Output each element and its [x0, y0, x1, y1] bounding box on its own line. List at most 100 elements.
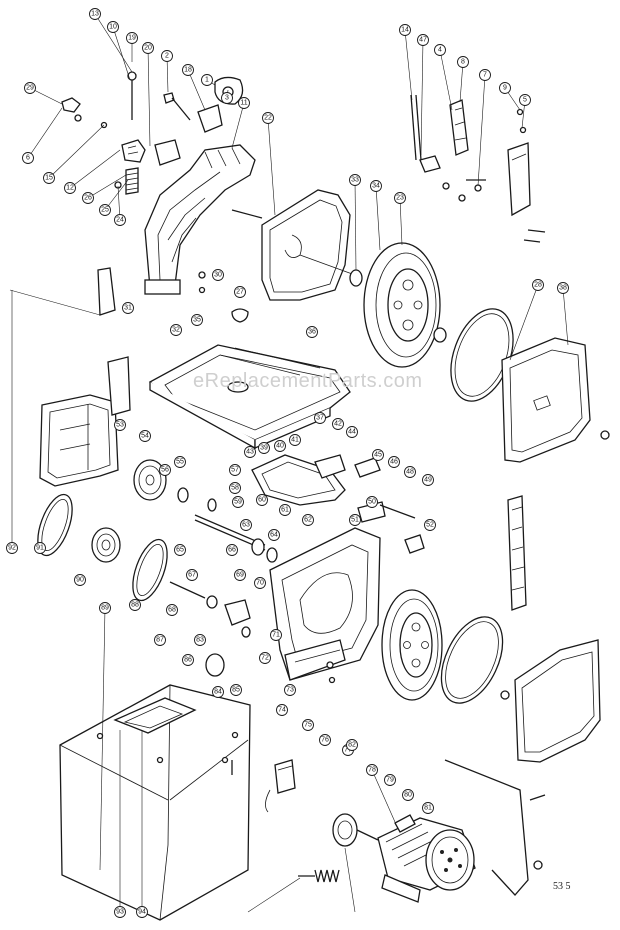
callout-30: 30	[212, 269, 224, 281]
callout-49: 49	[422, 474, 434, 486]
callout-54: 54	[139, 430, 151, 442]
callout-35: 35	[191, 314, 203, 326]
callout-number: 67	[188, 572, 196, 579]
callout-number: 80	[404, 792, 412, 799]
callout-62: 62	[302, 514, 314, 526]
callout-number: 46	[390, 459, 398, 466]
callout-45: 45	[372, 449, 384, 461]
callout-61: 61	[279, 504, 291, 516]
callout-83: 83	[194, 634, 206, 646]
callout-7: 7	[479, 69, 491, 81]
callout-38: 38	[557, 282, 569, 294]
callout-number: 73	[286, 687, 294, 694]
callout-3: 3	[221, 92, 233, 104]
motor-cover-plate	[444, 759, 546, 896]
callout-12: 12	[64, 182, 76, 194]
callout-31: 31	[122, 302, 134, 314]
callout-29: 29	[24, 82, 36, 94]
callout-71: 71	[270, 629, 282, 641]
callout-48: 48	[404, 466, 416, 478]
callout-60: 60	[256, 494, 268, 506]
callout-9: 9	[499, 82, 511, 94]
callout-number: 34	[372, 183, 380, 190]
callout-number: 29	[26, 85, 34, 92]
callout-number: 62	[304, 517, 312, 524]
callout-number: 28	[534, 282, 542, 289]
callout-number: 14	[401, 27, 409, 34]
callout-number: 72	[261, 655, 269, 662]
callout-25: 25	[99, 204, 111, 216]
callout-59: 59	[232, 496, 244, 508]
callout-86: 86	[182, 654, 194, 666]
callout-number: 41	[291, 437, 299, 444]
callout-number: 84	[214, 689, 222, 696]
callout-number: 91	[36, 545, 44, 552]
callout-80: 80	[402, 789, 414, 801]
callout-number: 8	[461, 59, 465, 66]
callout-44: 44	[346, 426, 358, 438]
callout-79: 79	[384, 774, 396, 786]
callout-15: 15	[43, 172, 55, 184]
callout-number: 6	[26, 155, 30, 162]
callout-number: 66	[228, 547, 236, 554]
callout-24: 24	[114, 214, 126, 226]
callout-labels: 1310192021813112229144748795615122625243…	[6, 8, 569, 918]
callout-75: 75	[302, 719, 314, 731]
callout-number: 39	[260, 445, 268, 452]
callout-number: 88	[131, 602, 139, 609]
callout-27: 27	[234, 286, 246, 298]
callout-52: 52	[424, 519, 436, 531]
callout-number: 10	[109, 24, 117, 31]
callout-number: 33	[351, 177, 359, 184]
upper-wheel-cover	[231, 189, 356, 301]
callout-number: 71	[272, 632, 280, 639]
callout-number: 48	[406, 469, 414, 476]
callout-number: 32	[172, 327, 180, 334]
callout-66: 66	[226, 544, 238, 556]
power-switch	[265, 759, 296, 813]
callout-number: 2	[165, 53, 169, 60]
callout-number: 64	[270, 532, 278, 539]
callout-63: 63	[240, 519, 252, 531]
callout-number: 9	[503, 85, 507, 92]
callout-number: 51	[351, 517, 359, 524]
callout-number: 94	[138, 909, 146, 916]
callout-number: 18	[184, 67, 192, 74]
callout-89: 89	[99, 602, 111, 614]
callout-91: 91	[34, 542, 46, 554]
callout-8: 8	[457, 56, 469, 68]
callout-58: 58	[229, 482, 241, 494]
callout-number: 4	[438, 47, 442, 54]
callout-number: 92	[8, 545, 16, 552]
callout-number: 35	[193, 317, 201, 324]
callout-number: 53	[116, 422, 124, 429]
callout-number: 86	[184, 657, 192, 664]
callout-18: 18	[182, 64, 194, 76]
callout-67: 67	[186, 569, 198, 581]
callout-number: 65	[176, 547, 184, 554]
callout-number: 1	[205, 77, 209, 84]
callout-number: 13	[91, 11, 99, 18]
callout-1: 1	[201, 74, 213, 86]
callout-10: 10	[107, 21, 119, 33]
callout-number: 85	[232, 687, 240, 694]
callout-70: 70	[254, 577, 266, 589]
upper-frame-arm	[144, 144, 256, 295]
callout-88: 88	[129, 599, 141, 611]
callout-number: 50	[368, 499, 376, 506]
callout-28: 28	[532, 279, 544, 291]
lower-frame	[269, 527, 381, 684]
callout-94: 94	[136, 906, 148, 918]
callout-19: 19	[126, 32, 138, 44]
callout-number: 24	[116, 217, 124, 224]
callout-5: 5	[519, 94, 531, 106]
callout-11: 11	[238, 97, 250, 109]
callout-41: 41	[289, 434, 301, 446]
work-table	[148, 271, 351, 450]
callout-number: 58	[231, 485, 239, 492]
callout-34: 34	[370, 180, 382, 192]
drive-belts-pulleys	[37, 459, 168, 602]
callout-number: 30	[214, 272, 222, 279]
callout-number: 59	[234, 499, 242, 506]
